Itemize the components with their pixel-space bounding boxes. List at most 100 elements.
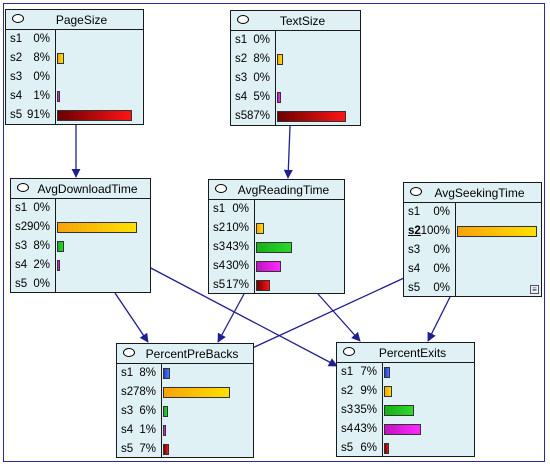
- state-percent: 1%: [33, 90, 50, 102]
- resize-icon[interactable]: ≡: [530, 285, 539, 294]
- state-divider: [55, 30, 56, 124]
- state-label: s3: [408, 244, 421, 256]
- state-bar: [256, 261, 281, 272]
- node-title: PercentExits: [378, 345, 447, 360]
- node-header[interactable]: PercentPreBacks: [117, 344, 253, 364]
- state-percent: 0%: [33, 202, 50, 214]
- state-bar: [256, 280, 270, 291]
- node-title: PercentPreBacks: [145, 346, 239, 361]
- state-label: s5: [213, 279, 226, 291]
- state-percent: 10%: [225, 222, 249, 234]
- state-divider: [55, 199, 56, 292]
- state-percent: 17%: [225, 279, 249, 291]
- state-percent: 8%: [33, 52, 50, 64]
- state-label: s5: [235, 110, 248, 122]
- node-header[interactable]: TextSize: [231, 11, 360, 31]
- state-bar: [384, 443, 389, 454]
- node-header[interactable]: PercentExits: [337, 343, 474, 363]
- state-row-s4[interactable]: s4 5%: [231, 88, 360, 107]
- state-percent: 30%: [225, 260, 249, 272]
- state-label: s1: [341, 366, 354, 378]
- state-percent: 6%: [360, 442, 377, 454]
- state-percent: 0%: [433, 206, 450, 218]
- state-percent: 9%: [360, 385, 377, 397]
- state-percent: 0%: [33, 278, 50, 290]
- state-row-s5[interactable]: s5 0%: [11, 275, 150, 294]
- node-header[interactable]: AvgReadingTime: [209, 180, 344, 200]
- state-label: s4: [341, 423, 354, 435]
- state-percent: 0%: [433, 282, 450, 294]
- state-label: s4: [235, 91, 248, 103]
- state-row-s2[interactable]: s2 8%: [6, 49, 143, 68]
- state-label: s2: [15, 221, 28, 233]
- node-header[interactable]: AvgSeekingTime: [404, 183, 541, 203]
- state-label: s5: [408, 282, 421, 294]
- state-label: s1: [213, 203, 226, 215]
- state-label: s4: [10, 90, 23, 102]
- state-label: s3: [213, 241, 226, 253]
- state-percent: 5%: [253, 91, 270, 103]
- node-header[interactable]: AvgDownloadTime: [11, 179, 150, 199]
- state-bar: [163, 387, 230, 398]
- state-percent: 0%: [33, 33, 50, 45]
- state-bar: [57, 91, 60, 102]
- state-bar: [163, 368, 170, 379]
- state-label: s2: [10, 52, 23, 64]
- state-percent: 2%: [33, 259, 50, 271]
- state-percent: 1%: [139, 424, 156, 436]
- state-bar: [277, 92, 281, 103]
- node-header[interactable]: PageSize: [6, 10, 143, 30]
- state-row-s5[interactable]: s5 0%: [404, 279, 541, 298]
- state-label: s2: [213, 222, 226, 234]
- node-oval-icon: [215, 184, 227, 193]
- state-label: s5: [15, 278, 28, 290]
- state-divider: [275, 31, 276, 125]
- state-label: s4: [408, 263, 421, 275]
- state-percent: 7%: [139, 443, 156, 455]
- state-bar: [277, 111, 346, 122]
- node-title: TextSize: [279, 13, 326, 28]
- state-bar: [277, 54, 283, 65]
- state-label: s1: [121, 367, 134, 379]
- state-row-s4[interactable]: s4 1%: [6, 87, 143, 106]
- state-bar: [57, 260, 60, 271]
- node-oval-icon: [123, 348, 135, 357]
